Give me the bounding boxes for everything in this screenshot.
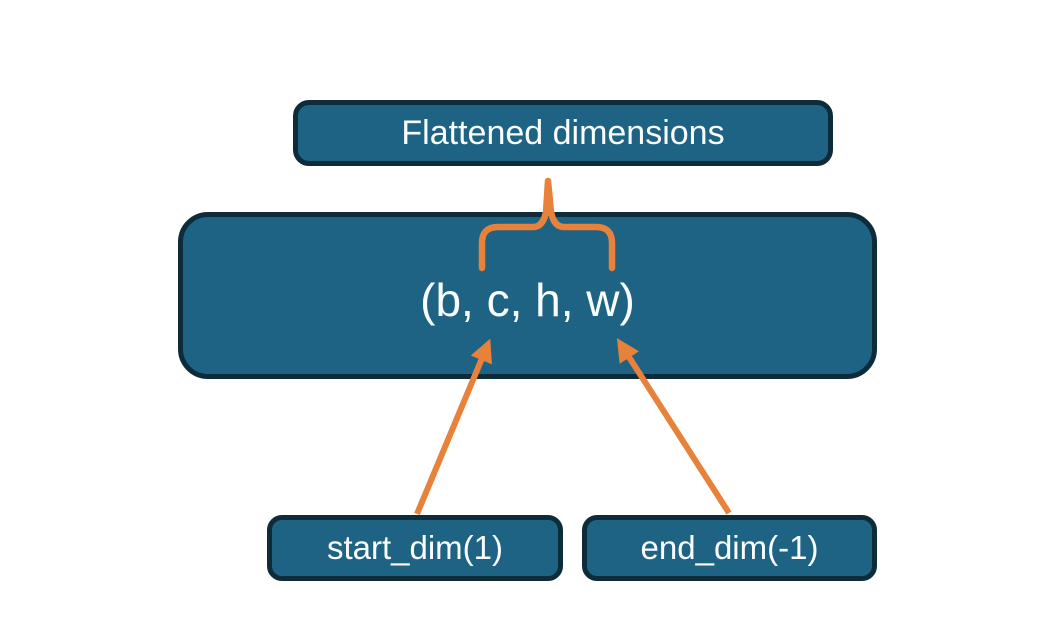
start-dim-box: start_dim(1) [267, 515, 563, 581]
flattened-dimensions-label: Flattened dimensions [401, 113, 725, 152]
end-dim-box: end_dim(-1) [582, 515, 877, 581]
tensor-shape-label: (b, c, h, w) [420, 273, 635, 326]
end-dim-label: end_dim(-1) [640, 529, 819, 566]
start-dim-label: start_dim(1) [326, 529, 504, 566]
tensor-shape-box: (b, c, h, w) [178, 212, 877, 379]
flattened-dimensions-box: Flattened dimensions [293, 100, 833, 166]
